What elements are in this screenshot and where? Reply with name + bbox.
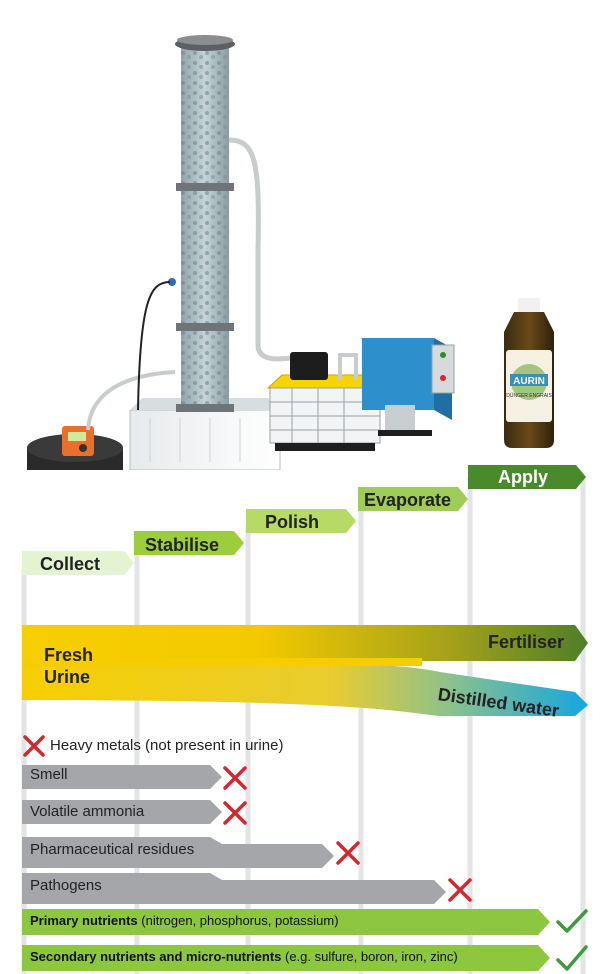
input-label-fresh: Fresh bbox=[44, 645, 94, 665]
removal-bar-ammonia bbox=[22, 800, 222, 824]
stage-arrow-polish bbox=[246, 509, 356, 533]
red-x-icon-ammonia bbox=[223, 801, 247, 825]
product-subtitle: DÜNGER ENGRAIS bbox=[506, 392, 552, 399]
nutrient-bars bbox=[22, 909, 588, 971]
input-label-urine: Urine bbox=[44, 667, 91, 687]
removal-bar-smell bbox=[22, 765, 222, 789]
flow-bands bbox=[22, 625, 588, 716]
removal-label-smell: Smell bbox=[30, 766, 68, 783]
stage-arrow-apply bbox=[468, 465, 586, 489]
removal-bars bbox=[22, 735, 472, 904]
nutrient-primary-detail: (nitrogen, phosphorus, potassium) bbox=[137, 913, 339, 928]
evaporator-icon bbox=[360, 338, 455, 436]
red-x-icon-heavy-metals bbox=[23, 735, 45, 757]
process-illustration: AURIN DÜNGER ENGRAIS bbox=[27, 35, 554, 470]
red-x-icon-pathogens bbox=[448, 878, 472, 902]
check-icon-primary bbox=[556, 909, 588, 933]
stage-label-apply: Apply bbox=[498, 467, 549, 487]
red-x-icon-pharma bbox=[336, 841, 360, 865]
nutrient-bar-primary bbox=[22, 909, 550, 935]
removal-label-ammonia: Volatile ammonia bbox=[30, 803, 145, 820]
nutrient-label-secondary: Secondary nutrients and micro-nutrients … bbox=[30, 949, 458, 964]
aurin-bottle-icon bbox=[504, 298, 554, 448]
nutrient-primary-bold: Primary nutrients bbox=[30, 913, 138, 928]
nutrient-label-primary: Primary nutrients (nitrogen, phosphorus,… bbox=[30, 913, 339, 928]
nutrient-secondary-bold: Secondary nutrients and micro-nutrients bbox=[30, 949, 282, 964]
stage-label-evaporate: Evaporate bbox=[364, 490, 452, 510]
fertiliser-band bbox=[22, 625, 588, 661]
nutrient-secondary-detail: (e.g. sulfure, boron, iron, zinc) bbox=[281, 949, 458, 964]
stage-label-collect: Collect bbox=[40, 554, 101, 574]
removal-label-heavy-metals: Heavy metals (not present in urine) bbox=[50, 737, 284, 754]
polishing-unit-icon bbox=[266, 352, 381, 451]
nutrient-bar-secondary bbox=[22, 945, 550, 971]
red-x-icon-smell bbox=[223, 766, 247, 790]
dosing-pump-icon bbox=[62, 426, 94, 456]
removal-label-pharma: Pharmaceutical residues bbox=[30, 841, 195, 858]
stage-arrow-evaporate bbox=[358, 487, 468, 511]
stage-label-stabilise: Stabilise bbox=[145, 535, 220, 555]
check-icon-secondary bbox=[556, 945, 588, 971]
removal-bar-pharma bbox=[22, 837, 334, 868]
stage-arrow-stabilise bbox=[134, 531, 244, 555]
output-label-fertiliser: Fertiliser bbox=[488, 632, 565, 652]
stage-arrow-collect bbox=[22, 551, 134, 575]
product-brand: AURIN bbox=[513, 376, 545, 387]
stage-label-polish: Polish bbox=[265, 512, 320, 532]
removal-label-pathogens: Pathogens bbox=[30, 877, 102, 894]
stage-arrows bbox=[22, 465, 586, 575]
distilled-water-band bbox=[22, 664, 588, 716]
stabilisation-column-icon bbox=[137, 35, 235, 412]
removal-bar-pathogens bbox=[22, 873, 446, 904]
